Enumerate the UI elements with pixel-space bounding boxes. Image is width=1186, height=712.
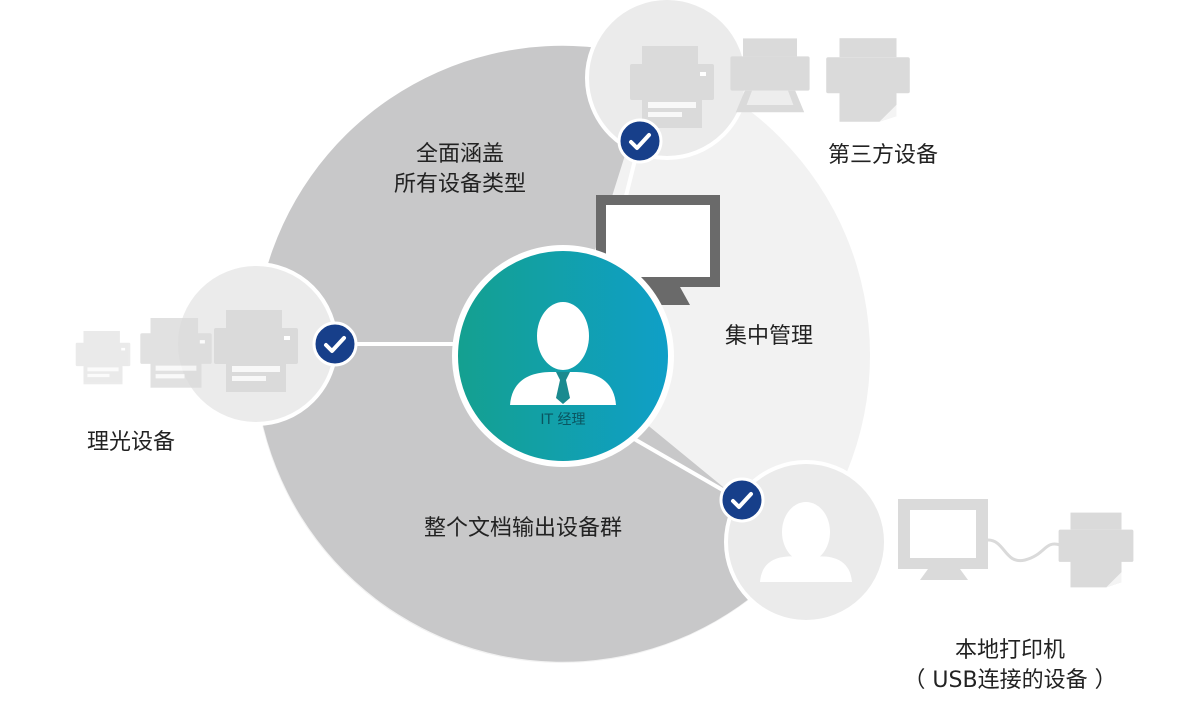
fleet-label: 整个文档输出设备群 bbox=[424, 516, 623, 541]
local-printer-icon bbox=[1058, 512, 1134, 588]
central-management-label: 集中管理 bbox=[725, 324, 814, 349]
ricoh-printer-icon-1 bbox=[75, 331, 131, 385]
third-party-printer-icon-3 bbox=[826, 38, 910, 122]
ricoh-label: 理光设备 bbox=[87, 430, 176, 455]
manager-avatar-icon bbox=[510, 302, 616, 405]
coverage-line2: 所有设备类型 bbox=[393, 172, 526, 197]
check-icon-local bbox=[719, 477, 765, 523]
local-user-icon bbox=[760, 502, 852, 582]
check-icon-ricoh bbox=[312, 321, 358, 367]
usb-cable bbox=[987, 538, 1061, 563]
third-party-printer-icon-2 bbox=[730, 38, 810, 113]
check-icon-third-party bbox=[617, 118, 663, 164]
local-line1: 本地打印机 bbox=[954, 638, 1065, 663]
local-label: 本地打印机 （ USB连接的设备 ） bbox=[896, 636, 1124, 696]
local-node bbox=[724, 460, 1134, 624]
third-party-node bbox=[585, 0, 910, 160]
it-manager-label: IT 经理 bbox=[540, 412, 586, 428]
local-monitor-icon bbox=[898, 499, 988, 580]
ricoh-node bbox=[75, 262, 338, 426]
coverage-line1: 全面涵盖 bbox=[415, 142, 504, 167]
it-manager-center bbox=[452, 245, 674, 467]
coverage-label: 全面涵盖 所有设备类型 bbox=[368, 140, 552, 200]
local-line2: （ USB连接的设备 ） bbox=[903, 668, 1117, 693]
third-party-label: 第三方设备 bbox=[828, 143, 939, 168]
